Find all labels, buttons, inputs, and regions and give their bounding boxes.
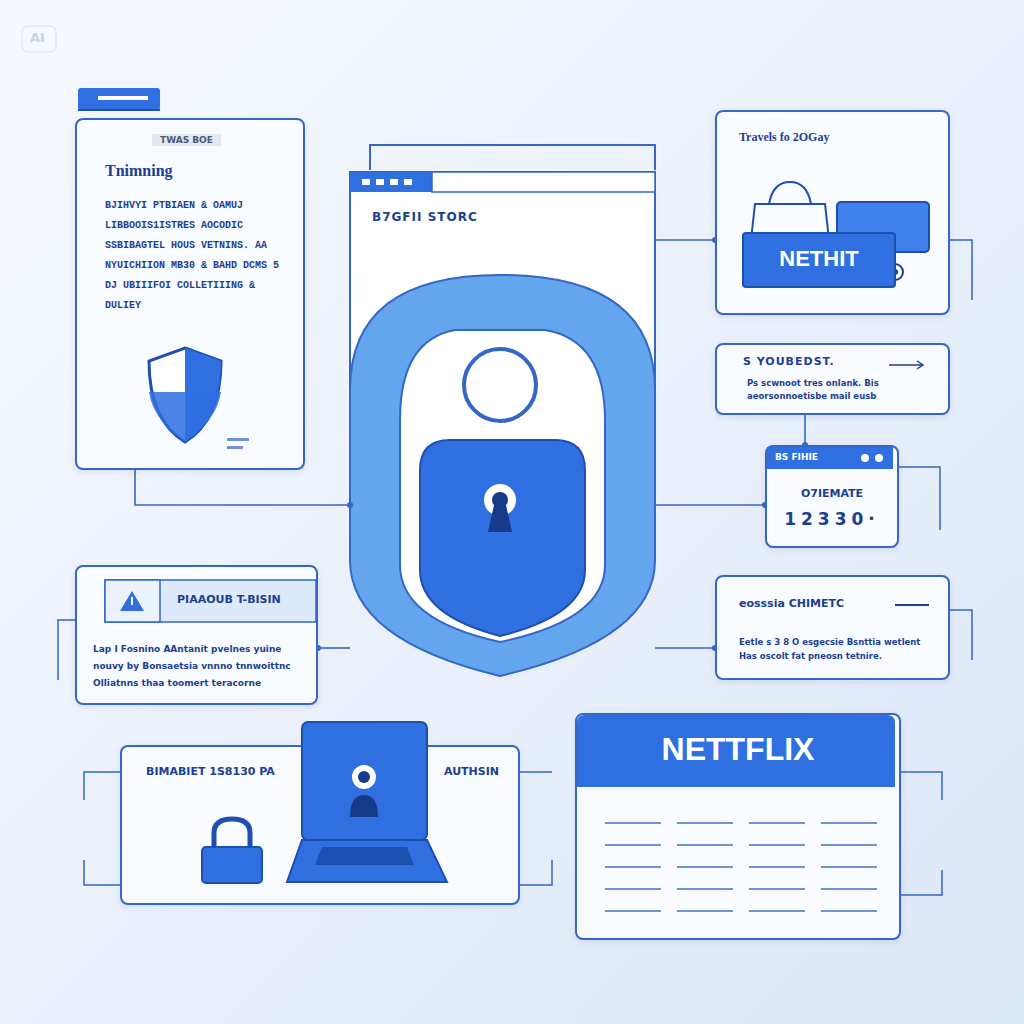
info-panel-icon (717, 577, 948, 678)
watermark: AI (30, 30, 45, 45)
connector-line (655, 502, 768, 508)
box-text: AUTHSIN (444, 765, 499, 778)
box-text: Tnimning (105, 162, 173, 180)
connector-line (655, 237, 718, 243)
authentication-panel: BIMABIET 1S8130 PA AUTHSIN (120, 745, 520, 905)
box-title: B7GFII STORC (372, 210, 478, 224)
connector-line (135, 470, 353, 508)
box-title: BIMABIET 1S8130 PA (146, 765, 275, 778)
warning-panel: PIAAOUB T-BISIN Lap I Fosnino AAntanit pv… (75, 565, 318, 705)
box-title: eosssia CHIMETC (739, 597, 844, 610)
box-text: Lap I Fosnino AAntanit pvelnes yuine nou… (93, 641, 305, 692)
padlock-illustration (350, 275, 655, 676)
box-title: S YOUBEDST. (743, 355, 835, 368)
streaming-panel: NETTFLIX (575, 713, 901, 940)
box-text: Ps scwnoot tres onlank. Bis aeorsonnoeti… (747, 377, 937, 403)
box-title: NETTFLIX (577, 731, 899, 768)
date-window: BS FIHIE O7IEMATE 12330· (765, 445, 899, 548)
info-panel: eosssia CHIMETC Eetle s 3 8 O esgecsie Bs… (715, 575, 950, 680)
box-title: TWAS BOE (152, 134, 221, 146)
document-panel: TWAS BOE TnimningBJIHVYI PTBIAEN & OAMUJ … (75, 118, 305, 470)
connector-line (802, 415, 808, 448)
connector-line (315, 645, 350, 651)
watermark-badge (22, 26, 56, 52)
box-title: PIAAOUB T-BISIN (177, 593, 281, 606)
connector-line (655, 645, 718, 651)
box-text: Eetle s 3 8 O esgecsie Bsnttia wetlent H… (739, 635, 934, 663)
browser-window: B7GFII STORC (350, 172, 655, 680)
box-title: BS FIHIE (775, 452, 818, 462)
box-title: Travels fo 2OGay (739, 130, 829, 145)
notice-panel: S YOUBEDST. Ps scwnoot tres onlank. Bis a… (715, 343, 950, 415)
box-title: NETHIT (744, 246, 894, 272)
document-tab (78, 88, 160, 110)
box-text: 12330· (767, 509, 897, 529)
shopping-panel: Travels fo 2OGayNETHIT (715, 110, 950, 315)
box-text: O7IEMATE (767, 487, 897, 500)
brand-button: NETHIT (742, 232, 896, 288)
box-text: BJIHVYI PTBIAEN & OAMUJ LIBBOOIS1ISTRES … (105, 196, 287, 316)
